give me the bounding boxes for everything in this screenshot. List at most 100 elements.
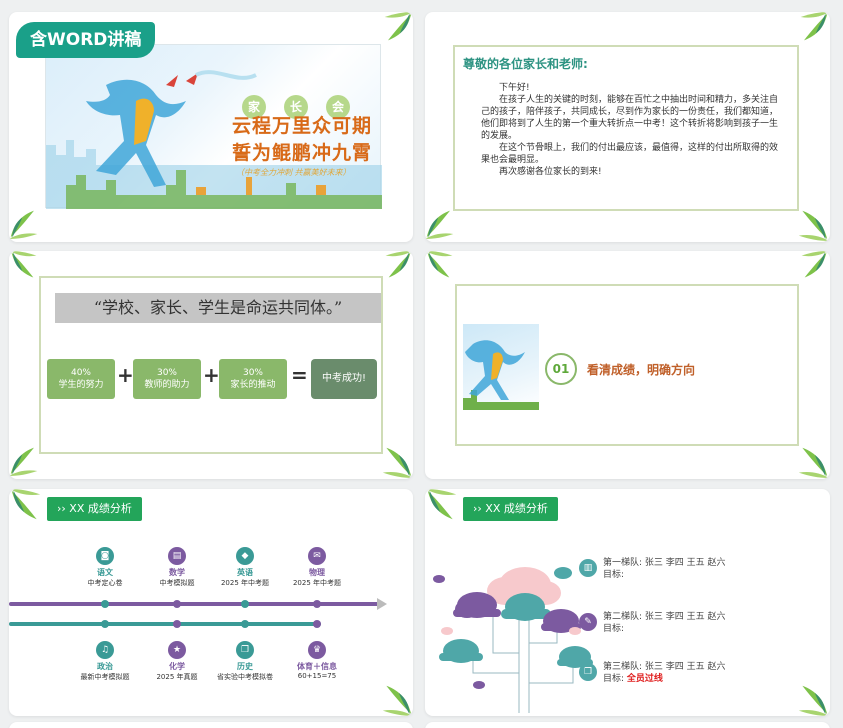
- tier-goal: 目标:: [603, 570, 625, 580]
- percent-label: 学生的努力: [58, 380, 104, 390]
- subject-name: 物理: [309, 568, 325, 577]
- subject-desc: 60+15=75: [297, 672, 337, 680]
- subject-name: 英语: [237, 568, 253, 577]
- cloud-tree-illustration-icon: [433, 567, 593, 713]
- timeline-dot: [173, 620, 181, 628]
- subject-math: ▤ 数学 中考模拟题: [147, 547, 207, 588]
- timeline-track-teal: [9, 622, 321, 626]
- subject-desc: 省实验中考模拟卷: [217, 673, 273, 681]
- leaf-decoration-icon: [385, 251, 412, 278]
- content-frame: [453, 45, 799, 211]
- document-icon: ▤: [168, 547, 186, 565]
- letter-paragraph: 在孩子人生的关键的时刻，能够在百忙之中抽出时间和精力，多关注自己的孩子，陪伴孩子…: [481, 95, 779, 141]
- slide-subtitle: （中考全力冲刺 共赢美好未来）: [236, 168, 351, 177]
- title-char-circle: 家: [242, 95, 266, 119]
- subject-name: 数学: [169, 568, 185, 577]
- slide-title-line-2: 誓为鲲鹏冲九霄: [232, 142, 373, 164]
- subject-chemistry: ★ 化学 2025 年真题: [147, 641, 207, 682]
- slide-8-partial[interactable]: [425, 722, 830, 728]
- slide-3[interactable]: “学校、家长、学生是命运共同体。” 40% 学生的努力 + 30% 教师的助力 …: [9, 251, 413, 479]
- subject-desc: 2025 年中考题: [292, 579, 342, 587]
- timeline-dot: [101, 620, 109, 628]
- timeline-arrow-icon: [377, 598, 387, 610]
- tier-goal: 目标: 全员过线: [603, 673, 803, 685]
- subject-desc: 中考模拟题: [159, 579, 195, 587]
- tier-members: 第一梯队: 张三 李四 王五 赵六: [603, 558, 726, 568]
- chart-icon: ▥: [579, 559, 597, 577]
- copy-icon: ❐: [236, 641, 254, 659]
- percent-value: 40%: [70, 368, 91, 378]
- runner-illustration-icon: [46, 70, 382, 209]
- slide-5[interactable]: ›› XX 成绩分析 ◙ 语文 中考定心卷 ▤ 数学 中考模拟题 ◆ 英语 20…: [9, 489, 413, 716]
- leaf-decoration-icon: [426, 251, 453, 278]
- percent-box-teacher: 30% 教师的助力: [133, 359, 201, 399]
- leaf-decoration-icon: [9, 210, 38, 239]
- subject-pe-it: ♛ 体育＋信息 60+15=75: [287, 641, 347, 680]
- tier-goal: 目标:: [603, 624, 625, 634]
- timeline-dot: [313, 600, 321, 608]
- subject-name: 政治: [97, 662, 113, 671]
- trophy-icon: ♛: [308, 641, 326, 659]
- tier-goal-highlight: 全员过线: [626, 674, 663, 684]
- leaf-decoration-icon: [798, 447, 829, 478]
- letter-paragraph: 在这个节骨眼上，我们的付出最应该，最值得，这样的付出所取得的效果也会最明显。: [481, 143, 779, 165]
- tier-row-1: ▥ 第一梯队: 张三 李四 王五 赵六 目标:: [579, 557, 803, 581]
- subject-politics: ♫ 政治 最新中考模拟题: [75, 641, 135, 682]
- slide-1[interactable]: 家 长 会 云程万里众可期 誓为鲲鹏冲九霄 （中考全力冲刺 共赢美好未来）: [9, 12, 413, 242]
- tier-members: 第二梯队: 张三 李四 王五 赵六: [603, 612, 726, 622]
- pen-icon: ✎: [579, 613, 597, 631]
- section-tag: ›› XX 成绩分析: [463, 497, 558, 521]
- plus-sign: +: [203, 363, 220, 387]
- leaf-decoration-icon: [425, 210, 454, 239]
- slide-title-line-1: 云程万里众可期: [232, 115, 373, 137]
- letter-paragraph: 再次感谢各位家长的到来!: [499, 167, 602, 177]
- leaf-decoration-icon: [384, 12, 413, 41]
- section-number: 01: [545, 353, 577, 385]
- equals-sign: =: [291, 363, 308, 387]
- subject-name: 化学: [169, 662, 185, 671]
- quote-banner: “学校、家长、学生是命运共同体。”: [55, 293, 381, 323]
- subject-name: 体育＋信息: [297, 662, 337, 671]
- leaf-decoration-icon: [798, 685, 829, 716]
- letter-greeting: 下午好!: [499, 83, 530, 93]
- letter-body: 下午好! 在孩子人生的关键的时刻，能够在百忙之中抽出时间和精力，多关注自己的孩子…: [481, 82, 783, 178]
- section-tag: ›› XX 成绩分析: [47, 497, 142, 521]
- percent-box-parent: 30% 家长的推动: [219, 359, 287, 399]
- banner-image: 家 长 会 云程万里众可期 誓为鲲鹏冲九霄 （中考全力冲刺 共赢美好未来）: [45, 44, 382, 209]
- word-script-badge: 含WORD讲稿: [16, 22, 156, 58]
- subject-desc: 2025 年真题: [156, 673, 198, 681]
- subject-name: 语文: [97, 568, 113, 577]
- timeline-dot: [241, 620, 249, 628]
- subject-chinese: ◙ 语文 中考定心卷: [75, 547, 135, 588]
- timeline-dot: [241, 600, 249, 608]
- tier-row-3: ❐ 第三梯队: 张三 李四 王五 赵六 目标: 全员过线: [579, 661, 803, 685]
- subject-desc: 最新中考模拟题: [80, 673, 130, 681]
- percent-value: 30%: [242, 368, 263, 378]
- percent-value: 30%: [156, 368, 177, 378]
- percent-label: 家长的推动: [230, 380, 276, 390]
- timeline-dot: [313, 620, 321, 628]
- subject-desc: 2025 年中考题: [220, 579, 270, 587]
- tier-goal-label: 目标:: [603, 674, 627, 684]
- title-char-circle: 长: [284, 95, 308, 119]
- result-box: 中考成功!: [311, 359, 377, 399]
- leaf-decoration-icon: [801, 251, 828, 278]
- slide-6[interactable]: ›› XX 成绩分析: [425, 489, 830, 716]
- slide-2[interactable]: 尊敬的各位家长和老师: 下午好! 在孩子人生的关键的时刻，能够在百忙之中抽出时间…: [425, 12, 830, 242]
- copy-icon: ❐: [579, 663, 597, 681]
- camera-icon: ◙: [96, 547, 114, 565]
- timeline-track-purple: [9, 602, 381, 606]
- leaf-decoration-icon: [382, 685, 413, 716]
- tier-members: 第三梯队: 张三 李四 王五 赵六: [603, 662, 726, 672]
- leaf-decoration-icon: [798, 210, 829, 241]
- title-char-circle: 会: [326, 95, 350, 119]
- timeline-dot: [173, 600, 181, 608]
- slide-7-partial[interactable]: [9, 722, 413, 728]
- leaf-decoration-icon: [800, 12, 829, 41]
- tier-row-2: ✎ 第二梯队: 张三 李四 王五 赵六 目标:: [579, 611, 803, 635]
- slide-4[interactable]: 01 看清成绩，明确方向: [425, 251, 830, 479]
- leaf-decoration-icon: [10, 489, 41, 520]
- timeline-dot: [101, 600, 109, 608]
- music-icon: ♫: [96, 641, 114, 659]
